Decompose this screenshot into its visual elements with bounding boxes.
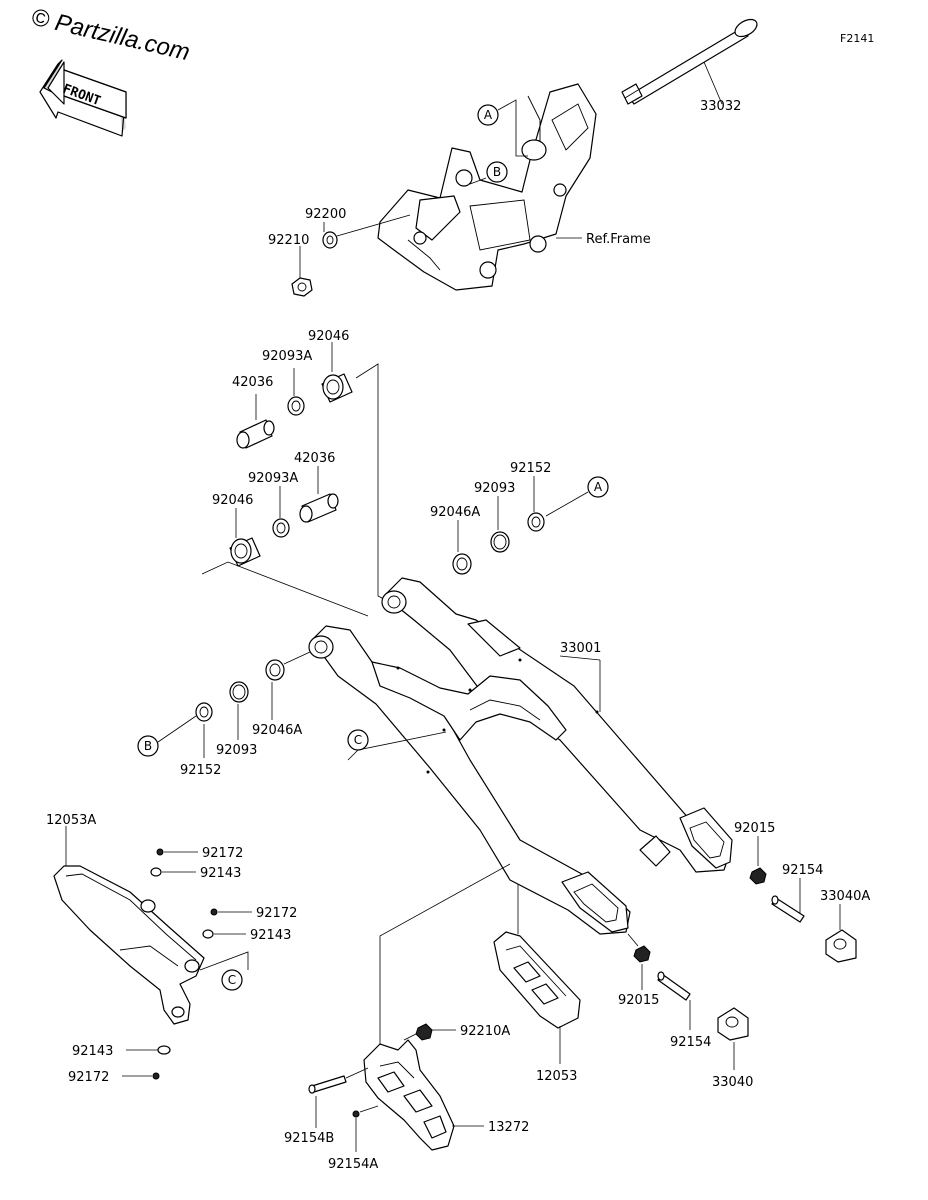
bolt-92154-right	[771, 878, 805, 923]
swingarm-33001	[308, 577, 733, 935]
svg-text:A: A	[594, 480, 603, 494]
label-42036-mid: 42036	[294, 451, 335, 466]
seal-92093A-top	[287, 368, 305, 416]
screw-92172-3	[122, 1072, 160, 1080]
label-92143-3: 92143	[72, 1044, 113, 1059]
bolt-92154-left	[657, 971, 691, 1030]
label-92093A-mid: 92093A	[248, 471, 298, 486]
label-92046A-bot: 92046A	[252, 723, 302, 738]
label-13272: 13272	[488, 1120, 529, 1135]
adjuster-33040A	[825, 904, 857, 963]
callout-c-guide: C	[199, 951, 249, 991]
chain-guide-13272	[363, 1039, 484, 1151]
washer-92143-3	[126, 1045, 171, 1055]
label-92154A: 92154A	[328, 1157, 378, 1172]
svg-text:C: C	[354, 733, 362, 747]
seal-92093A-mid	[272, 486, 290, 538]
screw-92172-1	[156, 848, 198, 856]
svg-text:B: B	[493, 165, 501, 179]
label-92152-top: 92152	[510, 461, 551, 476]
callout-b-left: B	[137, 735, 159, 757]
front-arrow-icon: FRONT	[39, 59, 127, 137]
callout-c-swingarm: C	[347, 729, 447, 761]
label-92046-top: 92046	[308, 329, 349, 344]
label-92143-1: 92143	[200, 866, 241, 881]
label-12053A: 12053A	[46, 813, 96, 828]
label-92154-right: 92154	[782, 863, 823, 878]
chain-slider-12053	[493, 884, 581, 1064]
label-33001: 33001	[560, 641, 601, 656]
label-33040: 33040	[712, 1075, 753, 1090]
screw-92172-2	[210, 908, 252, 916]
callout-a-top: A	[477, 99, 528, 157]
collar-92152-top	[527, 476, 589, 532]
label-33040A: 33040A	[820, 889, 870, 904]
bearing-92046-top	[321, 342, 353, 403]
label-92200: 92200	[305, 207, 346, 222]
label-92093A-top: 92093A	[262, 349, 312, 364]
label-92172-2: 92172	[256, 906, 297, 921]
bolt-92154A	[352, 1105, 379, 1152]
washer-92143-1	[150, 867, 196, 877]
label-92154B: 92154B	[284, 1131, 334, 1146]
label-92093-top: 92093	[474, 481, 515, 496]
chain-guide-12053A	[53, 826, 205, 1025]
pivot-shaft	[621, 18, 758, 105]
callout-b-top: B	[469, 161, 508, 185]
svg-text:C: C	[228, 973, 236, 987]
label-92154-left: 92154	[670, 1035, 711, 1050]
label-92152-bot: 92152	[180, 763, 221, 778]
label-92015-left: 92015	[618, 993, 659, 1008]
label-92143-2: 92143	[250, 928, 291, 943]
leader-mid-bearing-group	[201, 561, 369, 617]
seal-92046A-bot	[265, 651, 311, 720]
nut-92210	[291, 246, 313, 297]
label-92172-3: 92172	[68, 1070, 109, 1085]
bolt-92154B	[308, 1067, 369, 1128]
washer-92093-top	[490, 496, 510, 553]
label-33032: 33032	[700, 99, 741, 114]
seal-92046A-top	[452, 520, 472, 575]
watermark: © Partzilla.com	[29, 4, 193, 67]
collar-42036-top	[236, 394, 275, 449]
washer-92200	[322, 214, 411, 249]
washer-92093-bot	[229, 681, 249, 740]
callout-a-right: A	[587, 476, 609, 498]
label-92210: 92210	[268, 233, 309, 248]
adjuster-33040	[717, 1007, 749, 1070]
leader-upper-bearing-group	[355, 363, 395, 605]
bearing-92046-mid	[229, 508, 261, 567]
frame-reference	[377, 83, 597, 291]
nut-92210A	[403, 1023, 456, 1041]
label-92046A-top: 92046A	[430, 505, 480, 520]
label-92210A: 92210A	[460, 1024, 510, 1039]
collar-42036-mid	[299, 466, 339, 523]
label-42036-top: 42036	[232, 375, 273, 390]
collar-92152-bot	[157, 702, 213, 758]
label-92015-right: 92015	[734, 821, 775, 836]
washer-92143-2	[202, 929, 246, 939]
label-12053: 12053	[536, 1069, 577, 1084]
label-92093-bot: 92093	[216, 743, 257, 758]
svg-text:B: B	[144, 739, 152, 753]
leader-chain-guide-group	[379, 863, 511, 1056]
ref-frame-label: Ref.Frame	[586, 232, 651, 247]
svg-text:A: A	[484, 108, 493, 122]
label-92172-1: 92172	[202, 846, 243, 861]
nut-92015-left	[627, 933, 651, 990]
figure-code: F2141	[840, 32, 874, 45]
nut-92015-right	[749, 836, 767, 885]
label-92046-mid: 92046	[212, 493, 253, 508]
